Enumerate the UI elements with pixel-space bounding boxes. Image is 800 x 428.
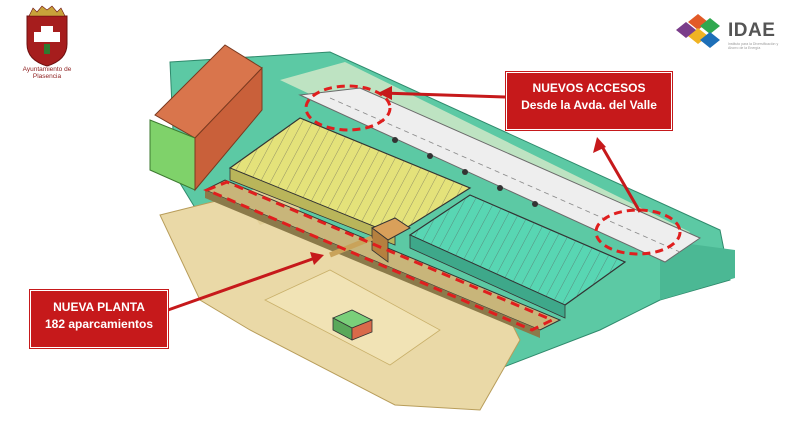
new-floor-callout: NUEVA PLANTA 182 aparcamientos [30, 290, 168, 348]
new-access-title: NUEVOS ACCESOS [532, 81, 646, 95]
new-access-callout: NUEVOS ACCESOS Desde la Avda. del Valle [506, 72, 672, 130]
small-kiosk-building [332, 309, 373, 341]
idae-logo-text: IDAE [728, 20, 776, 41]
access-road [298, 87, 702, 263]
municipality-name-line1: Ayuntamiento de [22, 66, 72, 73]
callout-arrows [167, 86, 642, 312]
new-floor-detail: 182 aparcamientos [44, 317, 154, 331]
new-parking-floor [228, 117, 472, 246]
new-floor-highlight [203, 180, 556, 332]
idae-logo-subtitle: Instituto para la Diversificación y Ahor… [728, 42, 779, 50]
city-crest-icon [26, 5, 68, 67]
access-highlight-right [594, 208, 682, 256]
municipality-name-line2: Plasencia [32, 73, 62, 80]
idae-emblem-icon [676, 14, 720, 48]
new-floor-title: NUEVA PLANTA [53, 300, 145, 314]
brick-building [149, 44, 263, 192]
municipality-name: Ayuntamiento de Plasencia [14, 66, 80, 80]
access-highlight-left [304, 84, 392, 132]
lower-parking-level [408, 194, 627, 319]
new-access-detail: Desde la Avda. del Valle [521, 98, 657, 112]
